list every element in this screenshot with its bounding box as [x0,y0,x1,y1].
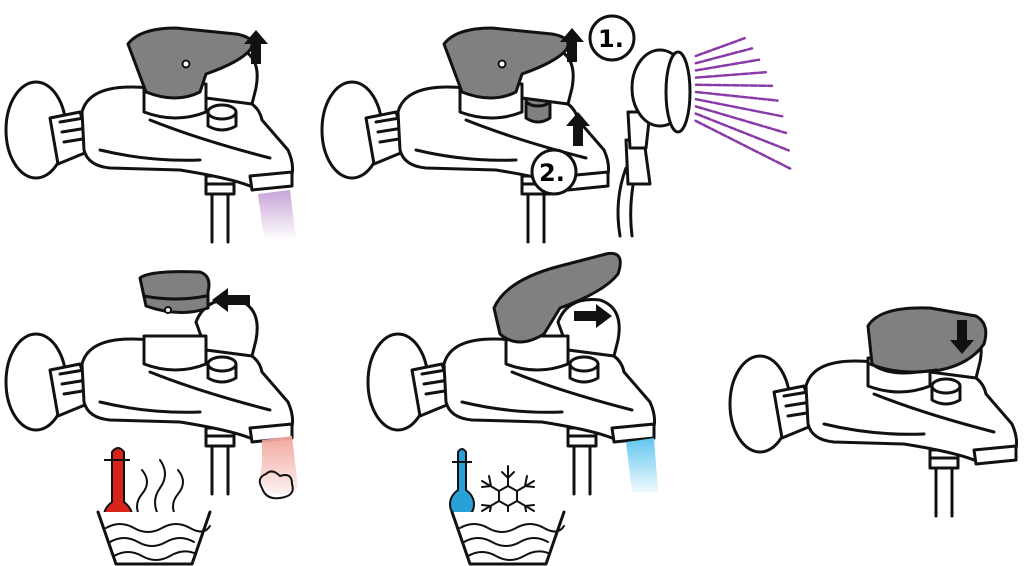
lever-handle [140,272,209,313]
bath-pipe [568,428,596,494]
spray-jet [696,85,772,86]
panel-bath-fill [6,28,296,242]
step-2-label: 2. [539,159,565,187]
shower-spray [696,38,791,168]
steam-icon [137,460,183,520]
bath-pipe [930,450,958,516]
diverter-knob [208,357,236,382]
panel-shower-divert: 1. 2. [322,16,634,242]
thermometer-cold-icon [450,449,474,516]
cold-water-stream [626,438,658,492]
step-1-label: 1. [598,25,624,53]
spray-jet [696,72,766,77]
water-basin-icon [98,512,210,564]
bath-water-stream [258,190,296,240]
step-1-badge: 1. [590,16,634,60]
step-2-badge: 2. [532,150,576,194]
water-basin-icon [452,512,564,564]
spray-jet [696,99,782,116]
bath-pipe [206,428,234,494]
diverter-knob [932,379,960,404]
diverter-knob [208,105,236,130]
bath-pipe [206,176,234,242]
hand-shower-icon [618,50,690,236]
panel-hot-water [6,299,298,498]
diverter-knob [570,357,598,382]
spray-jet [696,48,752,63]
spray-jet [696,92,778,101]
